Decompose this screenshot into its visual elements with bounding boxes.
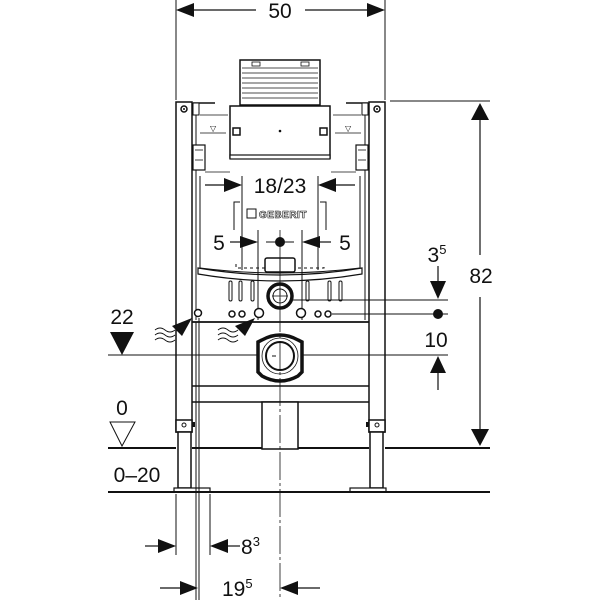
water-inlet-arrow-icon	[172, 318, 192, 336]
foot-adjustment-label: 0–20	[114, 464, 161, 487]
water-inlet-symbols	[154, 318, 255, 343]
dimension-arrow-icon	[302, 236, 320, 248]
floor-level: 0	[108, 397, 490, 449]
svg-text:83: 83	[241, 534, 260, 559]
floor-level-symbol-icon	[109, 421, 136, 448]
frame-width-label: 50	[268, 0, 291, 23]
dimension-arrow-icon	[430, 281, 446, 299]
dimension-arrow-icon	[471, 429, 489, 446]
dimension-arrow-icon	[180, 581, 198, 595]
water-inlet-port	[193, 308, 203, 318]
flush-plate-grille	[239, 59, 321, 106]
dimension-arrow-icon	[430, 356, 446, 373]
connection-spacing-label: 10	[424, 329, 447, 352]
dimension-arrow-icon	[110, 332, 134, 355]
top-offset-sup: 5	[439, 242, 446, 257]
dimension-arrow-icon	[240, 236, 258, 248]
dimension-arrow-icon	[471, 103, 489, 120]
dimension-arrow-icon	[176, 3, 194, 17]
water-inlet-arrow-icon	[235, 318, 255, 336]
level-mark-icon: ▽	[210, 124, 217, 133]
drain-offset-sup: 5	[245, 576, 252, 591]
floor-level-label: 0	[116, 397, 128, 420]
frame-height-label: 82	[469, 265, 492, 288]
cistern-panel	[197, 105, 363, 282]
dimension-arrow-icon	[224, 178, 242, 192]
svg-text:35: 35	[428, 242, 447, 267]
dimension-arrow-icon	[158, 539, 176, 553]
brand-logo-text: GEBERIT	[259, 210, 307, 221]
right-offset-label: 5	[339, 232, 351, 255]
dimension-arrow-icon	[318, 178, 336, 192]
connection-block	[192, 257, 448, 403]
drain-offset-label: 19	[222, 578, 245, 600]
raw-floor: 0–20	[108, 464, 490, 493]
level-mark-icon: ▽	[345, 124, 352, 133]
dimension-arrow-icon	[280, 581, 298, 595]
flush-valve-dimension: 18/23	[205, 175, 355, 270]
width-dimension: 50	[175, 0, 386, 100]
inlet-height-dimension: 22	[108, 306, 448, 356]
side-offset-label: 8	[241, 536, 253, 559]
dimension-arrow-icon	[367, 3, 385, 17]
bottom-dimensions: 83 195	[145, 494, 320, 600]
frame-legs	[173, 318, 387, 600]
top-offset-label: 3	[428, 244, 440, 267]
inlet-height-label: 22	[110, 306, 133, 329]
left-offset-label: 5	[213, 232, 225, 255]
right-dimensions: 35 10 82	[390, 100, 493, 446]
flush-spacing-label: 18/23	[254, 175, 307, 198]
side-offset-sup: 3	[253, 534, 260, 549]
connection-point-icon	[433, 309, 443, 319]
dimension-arrow-icon	[210, 539, 228, 553]
svg-text:195: 195	[222, 576, 253, 600]
